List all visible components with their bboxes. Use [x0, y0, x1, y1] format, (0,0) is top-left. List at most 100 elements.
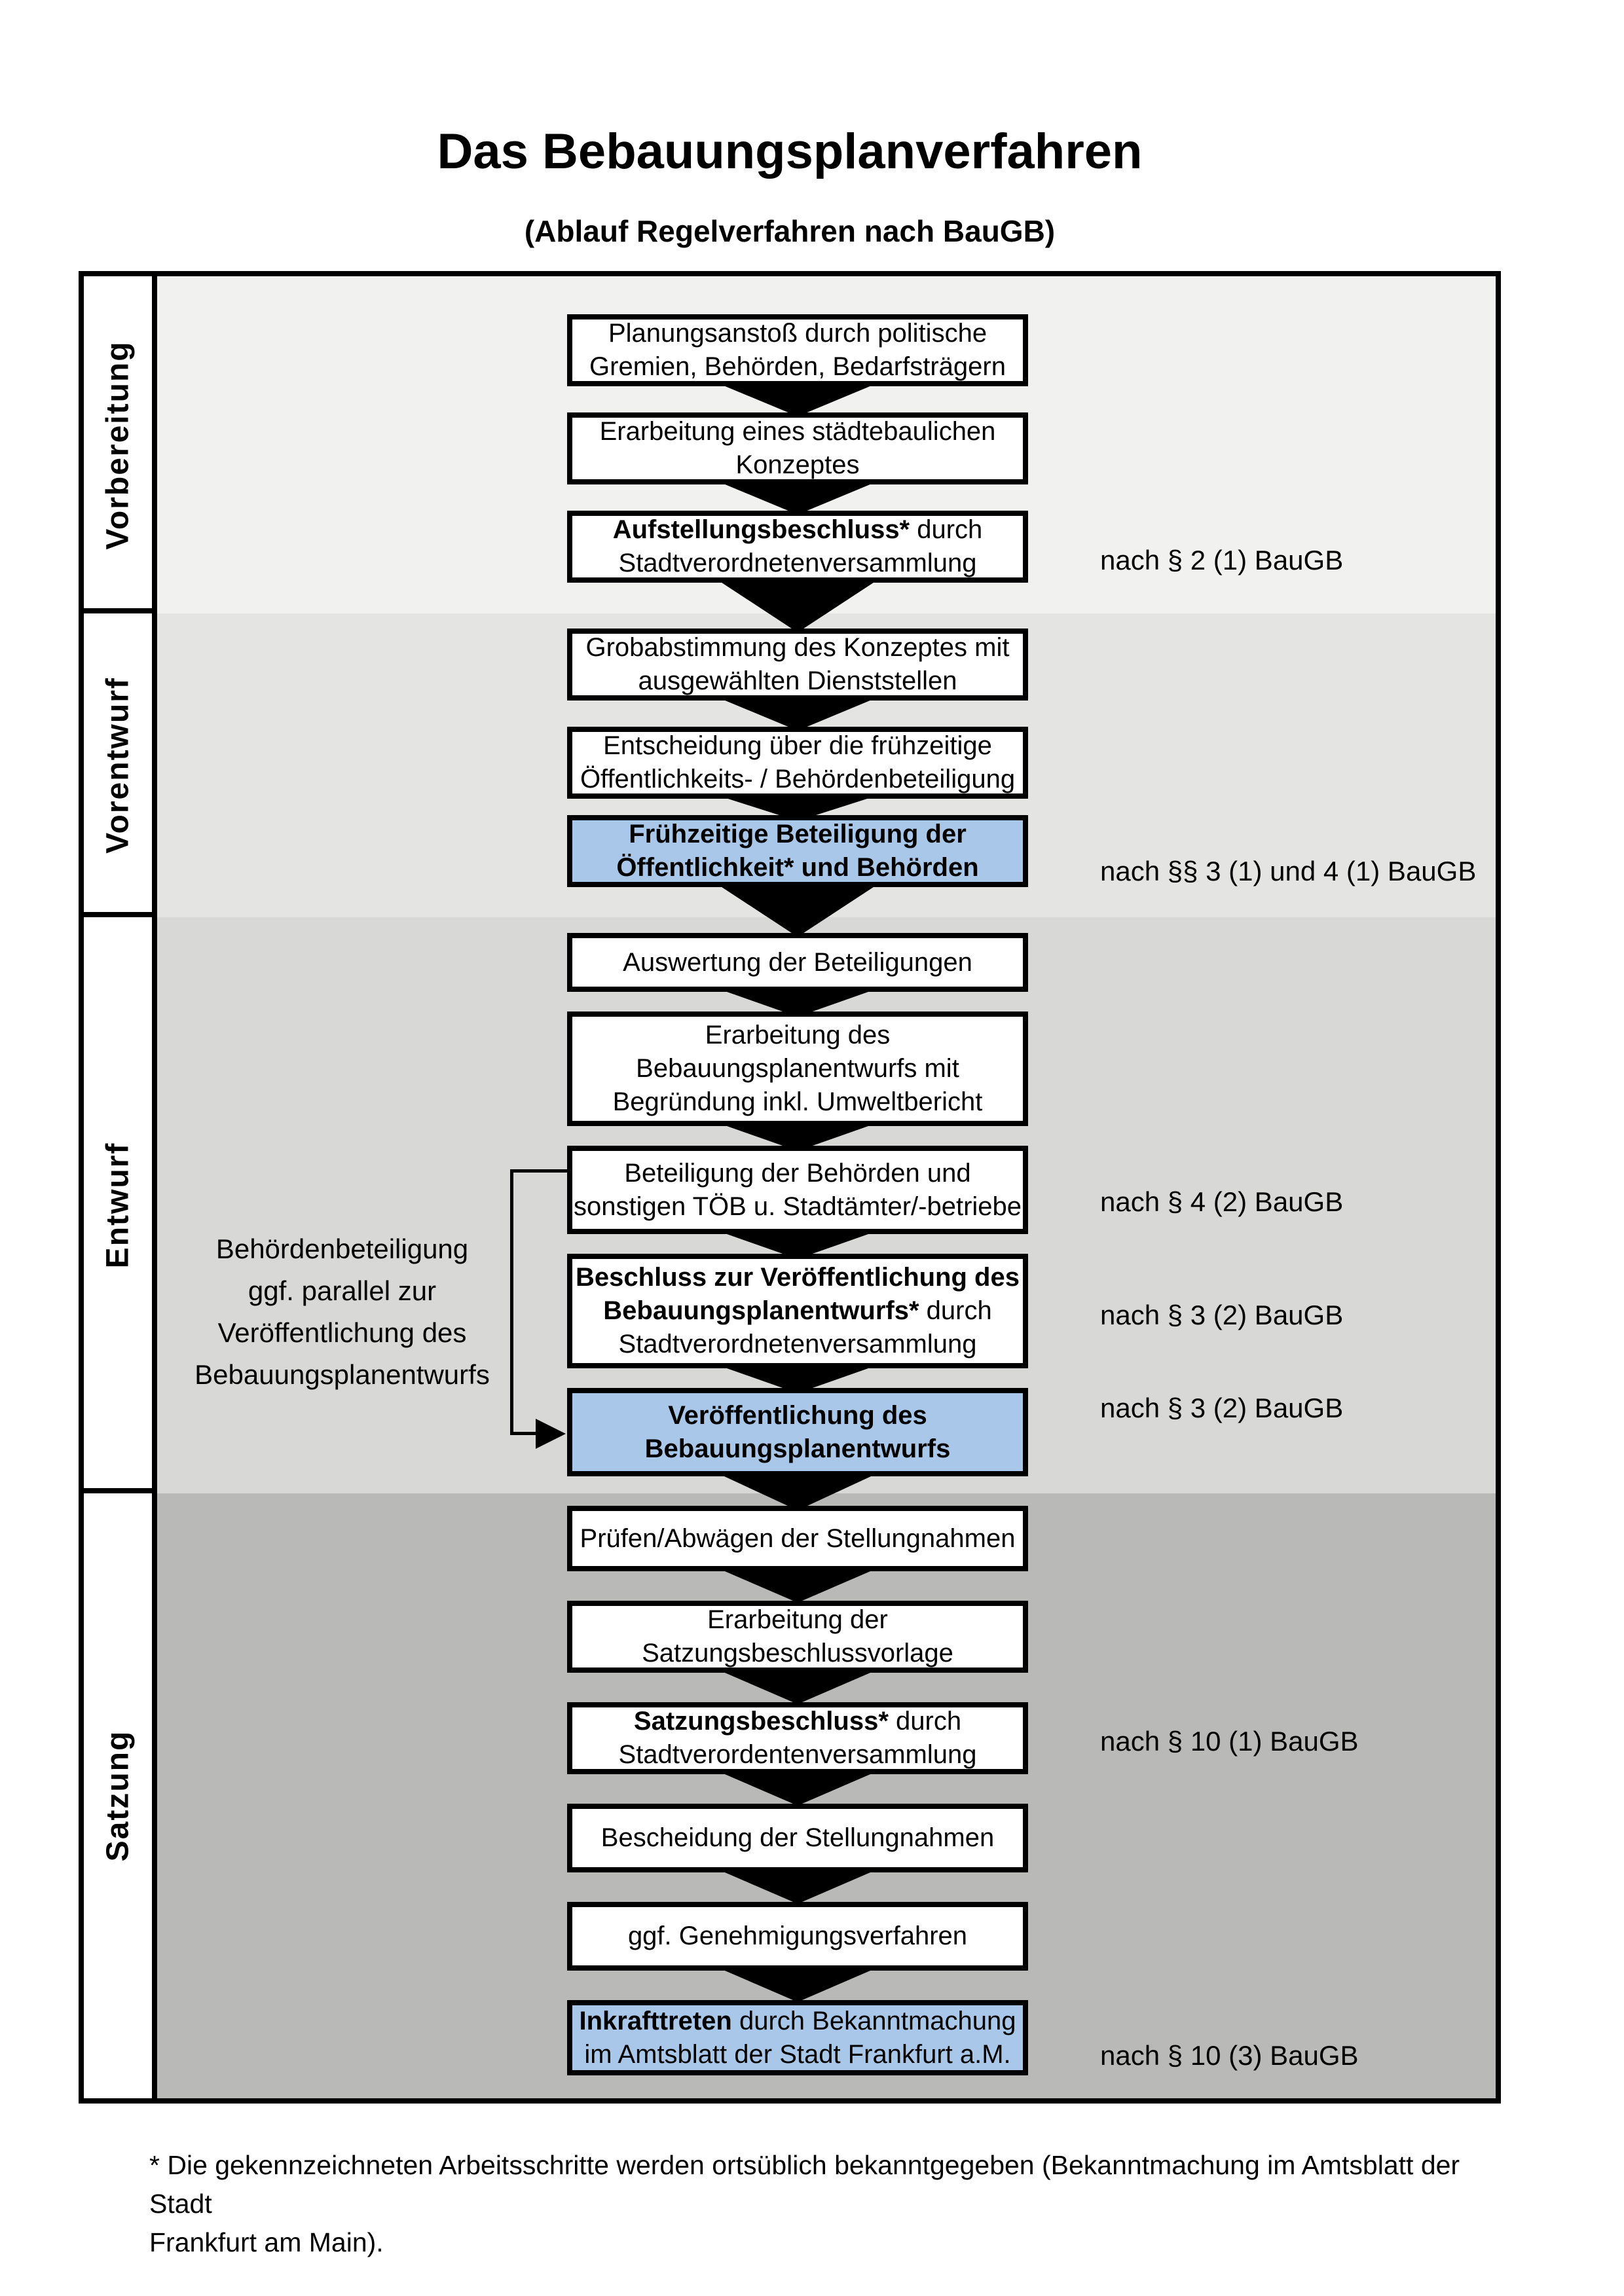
legal-ref-aufstellungsbeschluss: nach § 2 (1) BauGB — [1100, 545, 1344, 575]
box-line: Frühzeitige Beteiligung der — [629, 820, 967, 848]
side-note-behoerdenbeteiligung: Behördenbeteiligung ggf. parallel zur Ve… — [157, 1228, 527, 1396]
flow-box-behoerden-beteiligung: Beteiligung der Behörden und sonstigen T… — [567, 1146, 1028, 1234]
footnote: * Die gekennzeichneten Arbeitsschritte w… — [149, 2146, 1518, 2262]
flow-box-inkrafttreten: Inkrafttreten durch Bekanntmachung im Am… — [567, 2000, 1028, 2075]
box-line: Stadtverordnetenversammlung — [618, 549, 977, 577]
box-line: Bebauungsplanentwurfs — [644, 1434, 951, 1463]
box-line: Bebauungsplanentwurfs* durch — [572, 1294, 1023, 1328]
flow-box-aufstellungsbeschluss: Aufstellungsbeschluss* durch Stadtverord… — [567, 511, 1028, 583]
flow-box-genehmigungsverfahren: ggf. Genehmigungsverfahren — [567, 1902, 1028, 1971]
box-line-rest: durch — [910, 515, 983, 544]
flow-box-veroeffentlichung: Veröffentlichung des Bebauungsplanentwur… — [567, 1388, 1028, 1476]
box-line: Gremien, Behörden, Bedarfsträgern — [589, 352, 1006, 381]
flow-box-bescheidung: Bescheidung der Stellungnahmen — [567, 1804, 1028, 1872]
flow-box-konzept: Erarbeitung eines städtebaulichen Konzep… — [567, 412, 1028, 484]
side-note-line: Behördenbeteiligung — [215, 1233, 469, 1264]
footnote-line: Frankfurt am Main). — [149, 2227, 384, 2257]
phase-divider — [84, 1488, 152, 1493]
box-line-bold: Satzungsbeschluss* — [633, 1707, 889, 1736]
box-line: Bebauungsplanentwurfs mit — [636, 1054, 959, 1083]
down-arrow-icon — [716, 579, 879, 632]
flow-box-entscheidung-beteiligung: Entscheidung über die frühzeitige Öffent… — [567, 727, 1028, 799]
down-arrow-icon — [716, 1967, 879, 2002]
phase-label-entwurf: Entwurf — [84, 917, 152, 1493]
box-line-rest: durch Bekanntmachung — [731, 2006, 1016, 2035]
side-note-line: Bebauungsplanentwurfs — [194, 1359, 490, 1390]
box-line-bold: Beschluss zur Veröffentlichung des — [576, 1263, 1020, 1292]
down-arrow-icon — [716, 1472, 879, 1510]
legal-ref-inkrafttreten: nach § 10 (3) BauGB — [1100, 2040, 1359, 2071]
box-line: Planungsanstoß durch politische — [608, 319, 987, 348]
legal-ref-satzungsbeschluss: nach § 10 (1) BauGB — [1100, 1726, 1359, 1757]
connector-vertical-line — [510, 1169, 513, 1435]
phase-label-text: Vorbereitung — [100, 340, 136, 550]
down-arrow-icon — [716, 697, 879, 731]
box-line: Auswertung der Beteiligungen — [623, 947, 972, 977]
down-arrow-icon — [716, 1770, 879, 1806]
box-line: Grobabstimmung des Konzeptes mit — [585, 633, 1010, 662]
box-line: Stadtverordnetenversammlung — [618, 1330, 977, 1358]
box-line: Begründung inkl. Umweltbericht — [612, 1087, 983, 1116]
legal-ref-beschluss-veroeffentlichung: nach § 3 (2) BauGB — [1100, 1300, 1344, 1330]
box-line: Satzungsbeschlussvorlage — [642, 1639, 953, 1667]
phase-label-satzung: Satzung — [84, 1493, 152, 2098]
phase-divider — [84, 608, 152, 613]
box-line: Aufstellungsbeschluss* durch — [572, 513, 1023, 547]
box-line: Stadtverordentenversammlung — [618, 1740, 977, 1769]
flow-box-satzungsbeschluss: Satzungsbeschluss* durch Stadtverordente… — [567, 1702, 1028, 1774]
box-line-bold: Bebauungsplanentwurfs* — [603, 1296, 919, 1325]
flow-box-pruefen-abwaegen: Prüfen/Abwägen der Stellungnahmen — [567, 1506, 1028, 1571]
flow-box-erarbeitung-entwurf: Erarbeitung des Bebauungsplanentwurfs mi… — [567, 1011, 1028, 1126]
box-line: Öffentlichkeit* und Behörden — [616, 853, 979, 882]
box-line: ausgewählten Dienststellen — [638, 666, 957, 695]
page-title: Das Bebauungsplanverfahren — [437, 124, 1143, 179]
phase-label-text: Entwurf — [100, 1142, 136, 1269]
phase-divider — [84, 912, 152, 917]
box-line: Öffentlichkeits- / Behördenbeteiligung — [580, 765, 1016, 793]
box-line: sonstigen TÖB u. Stadtämter/-betriebe — [573, 1192, 1022, 1221]
box-line-bold: Aufstellungsbeschluss* — [612, 515, 910, 544]
box-line: Erarbeitung eines städtebaulichen — [599, 417, 996, 446]
phase-label-vorbereitung: Vorbereitung — [84, 276, 152, 613]
page-subtitle: (Ablauf Regelverfahren nach BauGB) — [524, 214, 1056, 248]
down-arrow-icon — [716, 1567, 879, 1603]
footnote-line: * Die gekennzeichneten Arbeitsschritte w… — [149, 2150, 1460, 2219]
legal-ref-fruehzeitige-beteiligung: nach §§ 3 (1) und 4 (1) BauGB — [1100, 856, 1477, 886]
box-line: Konzeptes — [735, 450, 860, 479]
side-note-line: ggf. parallel zur — [248, 1275, 437, 1306]
phase-label-column: Vorbereitung Vorentwurf Entwurf Satzung — [84, 276, 157, 2098]
box-line: Beschluss zur Veröffentlichung des — [572, 1261, 1023, 1294]
box-line: ggf. Genehmigungsverfahren — [627, 1922, 968, 1950]
flow-box-fruehzeitige-beteiligung: Frühzeitige Beteiligung der Öffentlichke… — [567, 815, 1028, 887]
box-line: Beteiligung der Behörden und — [624, 1158, 971, 1188]
legal-ref-behoerdenbeteiligung: nach § 4 (2) BauGB — [1100, 1186, 1344, 1217]
box-line: Entscheidung über die frühzeitige — [603, 731, 992, 760]
box-line-rest: durch — [888, 1707, 962, 1736]
legal-ref-veroeffentlichung: nach § 3 (2) BauGB — [1100, 1393, 1344, 1423]
phase-label-vorentwurf: Vorentwurf — [84, 613, 152, 917]
connector-right-arrow-icon — [536, 1419, 566, 1449]
down-arrow-icon — [716, 1868, 879, 1904]
connector-stub-line — [510, 1169, 567, 1173]
box-line: Erarbeitung des — [705, 1021, 891, 1049]
side-note-line: Veröffentlichung des — [217, 1317, 467, 1348]
phase-label-text: Vorentwurf — [100, 677, 136, 854]
flow-box-grobabstimmung: Grobabstimmung des Konzeptes mit ausgewä… — [567, 629, 1028, 701]
down-arrow-icon — [716, 382, 879, 416]
box-line-bold: Inkrafttreten — [579, 2006, 732, 2035]
flow-box-satzungsbeschlussvorlage: Erarbeitung der Satzungsbeschlussvorlage — [567, 1601, 1028, 1673]
down-arrow-icon — [716, 481, 879, 515]
box-line: Erarbeitung der — [707, 1605, 888, 1634]
down-arrow-icon — [716, 1669, 879, 1704]
flow-box-beschluss-veroeffentlichung: Beschluss zur Veröffentlichung des Bebau… — [567, 1254, 1028, 1368]
down-arrow-icon — [716, 883, 879, 937]
box-line-rest: durch — [919, 1296, 992, 1325]
box-line: Prüfen/Abwägen der Stellungnahmen — [580, 1523, 1016, 1553]
box-line: Bescheidung der Stellungnahmen — [600, 1823, 995, 1852]
box-line: Veröffentlichung des — [668, 1400, 927, 1430]
phase-label-text: Satzung — [100, 1730, 136, 1862]
connector-horizontal-line — [510, 1432, 540, 1435]
flow-box-auswertung: Auswertung der Beteiligungen — [567, 933, 1028, 992]
box-line: Satzungsbeschluss* durch — [572, 1705, 1023, 1738]
